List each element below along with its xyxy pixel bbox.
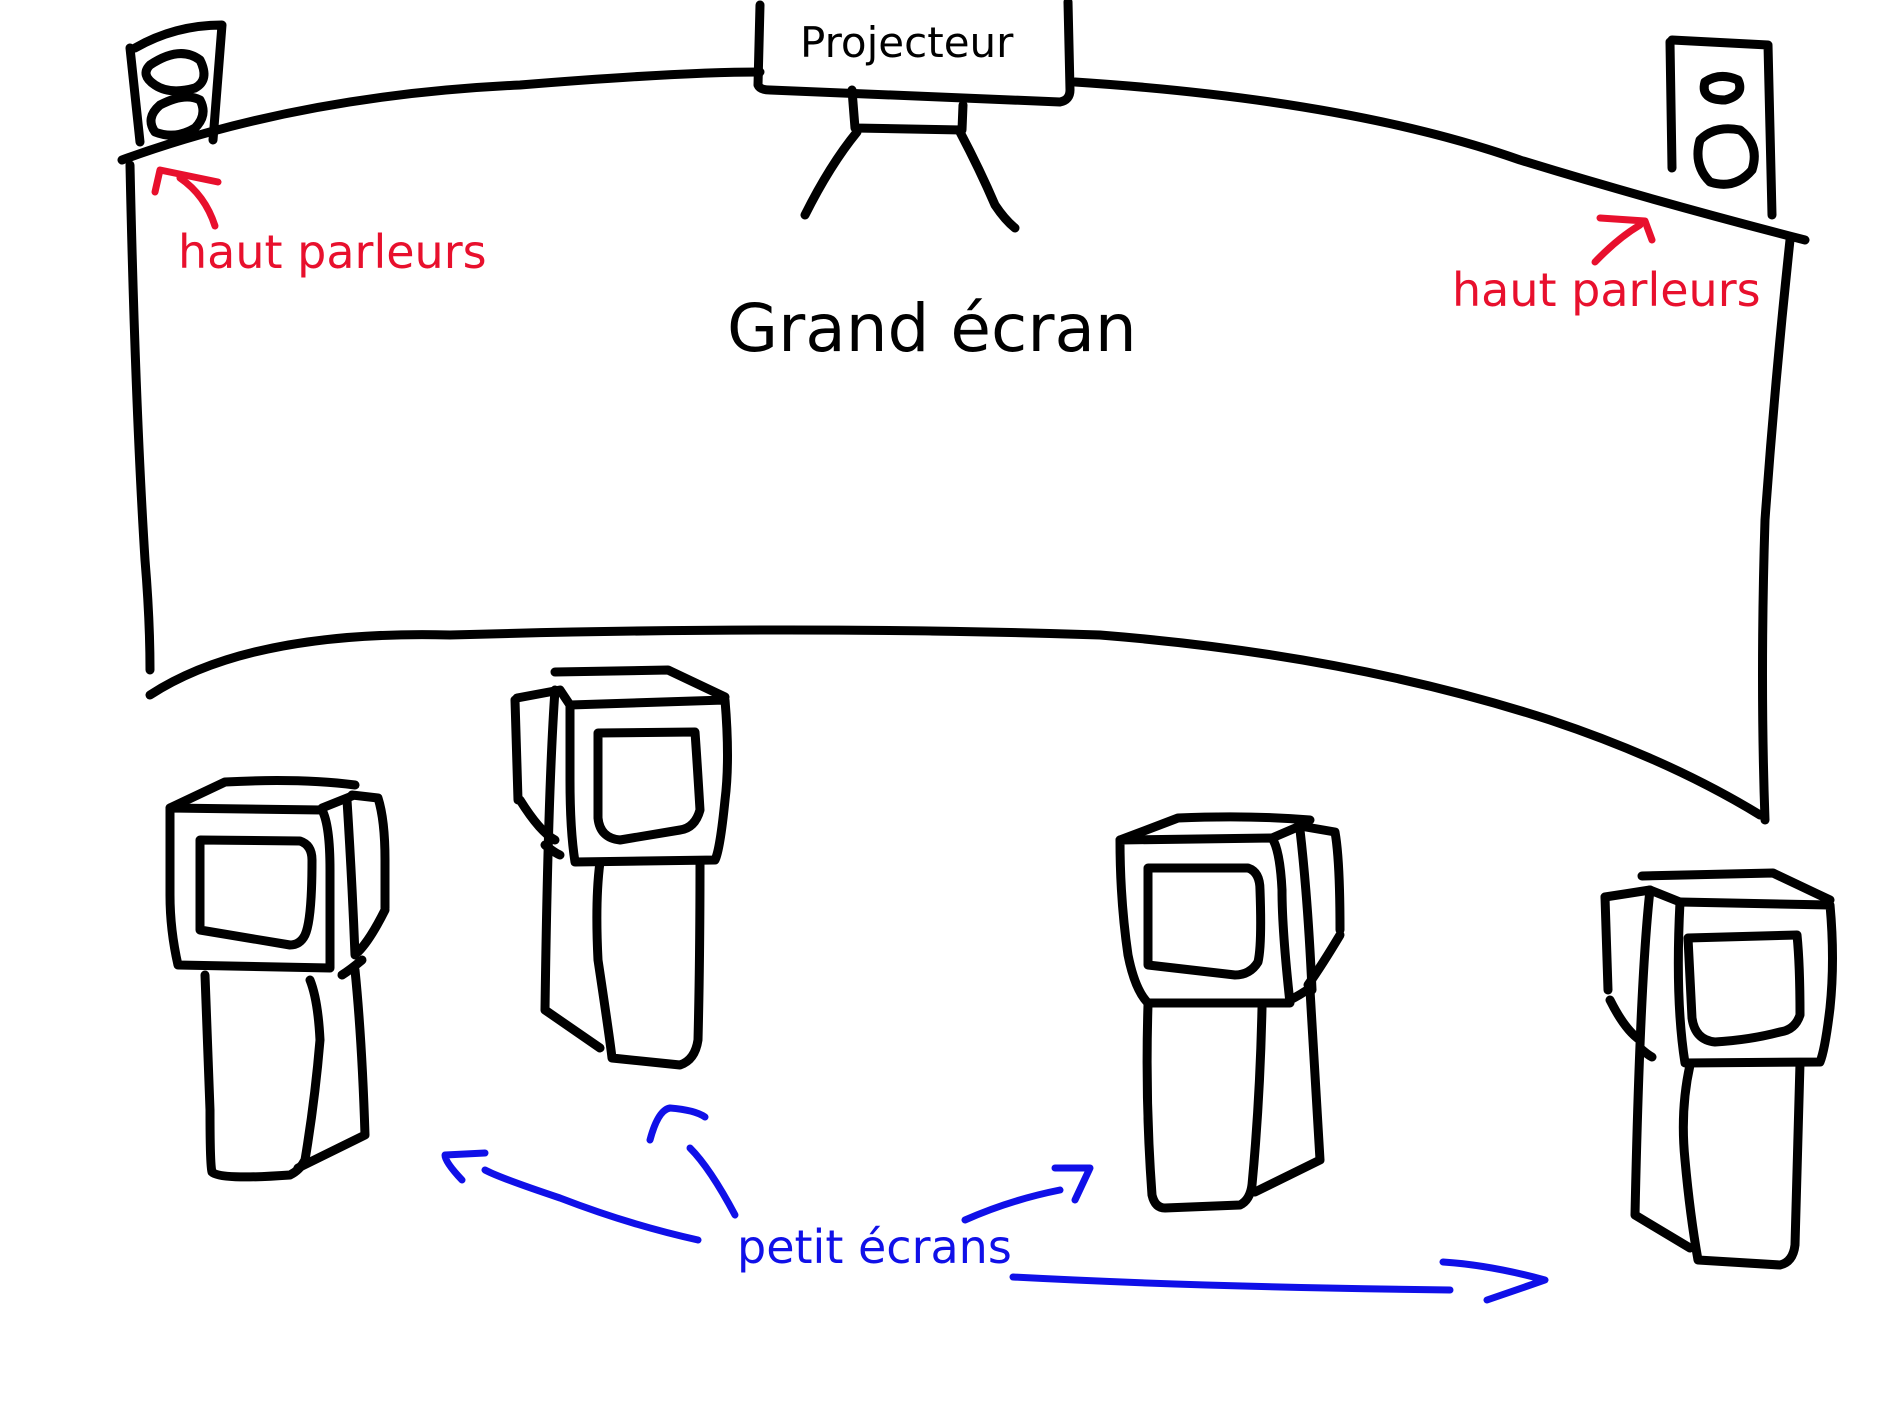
arrow-head-kiosk-4 <box>1439 1258 1549 1304</box>
arrow-to-kiosk-2 <box>686 1144 739 1219</box>
projector <box>753 0 1075 233</box>
arrow-to-kiosk-4 <box>1009 1273 1454 1294</box>
small-screens-label: petit écrans <box>737 1220 1012 1274</box>
speakers-right-label: haut parleurs <box>1452 263 1761 317</box>
kiosk-1 <box>165 776 390 1182</box>
projector-label: Projecteur <box>800 18 1014 67</box>
kiosk-4 <box>1600 868 1837 1270</box>
speaker-left <box>125 20 227 147</box>
arrow-to-kiosk-1 <box>481 1166 702 1244</box>
speakers-left-label: haut parleurs <box>178 225 487 279</box>
arrow-to-kiosk-3 <box>961 1186 1064 1224</box>
arrow-head-right <box>1596 214 1656 244</box>
big-screen-label: Grand écran <box>727 290 1137 367</box>
kiosk-3 <box>1115 812 1345 1213</box>
speaker-right <box>1665 35 1777 220</box>
arrow-head-kiosk-2 <box>646 1104 709 1144</box>
kiosk-2 <box>510 665 732 1070</box>
arrow-head-kiosk-3 <box>1051 1164 1094 1204</box>
arrow-head-kiosk-1 <box>441 1149 489 1184</box>
arrow-to-speaker-right <box>1591 221 1644 266</box>
arrow-head-left <box>151 166 222 196</box>
speaker-annotation-arrows <box>151 166 1656 266</box>
big-screen <box>117 67 1810 825</box>
arrow-to-speaker-left <box>176 174 219 230</box>
small-screen-annotation-arrows <box>441 1104 1549 1304</box>
